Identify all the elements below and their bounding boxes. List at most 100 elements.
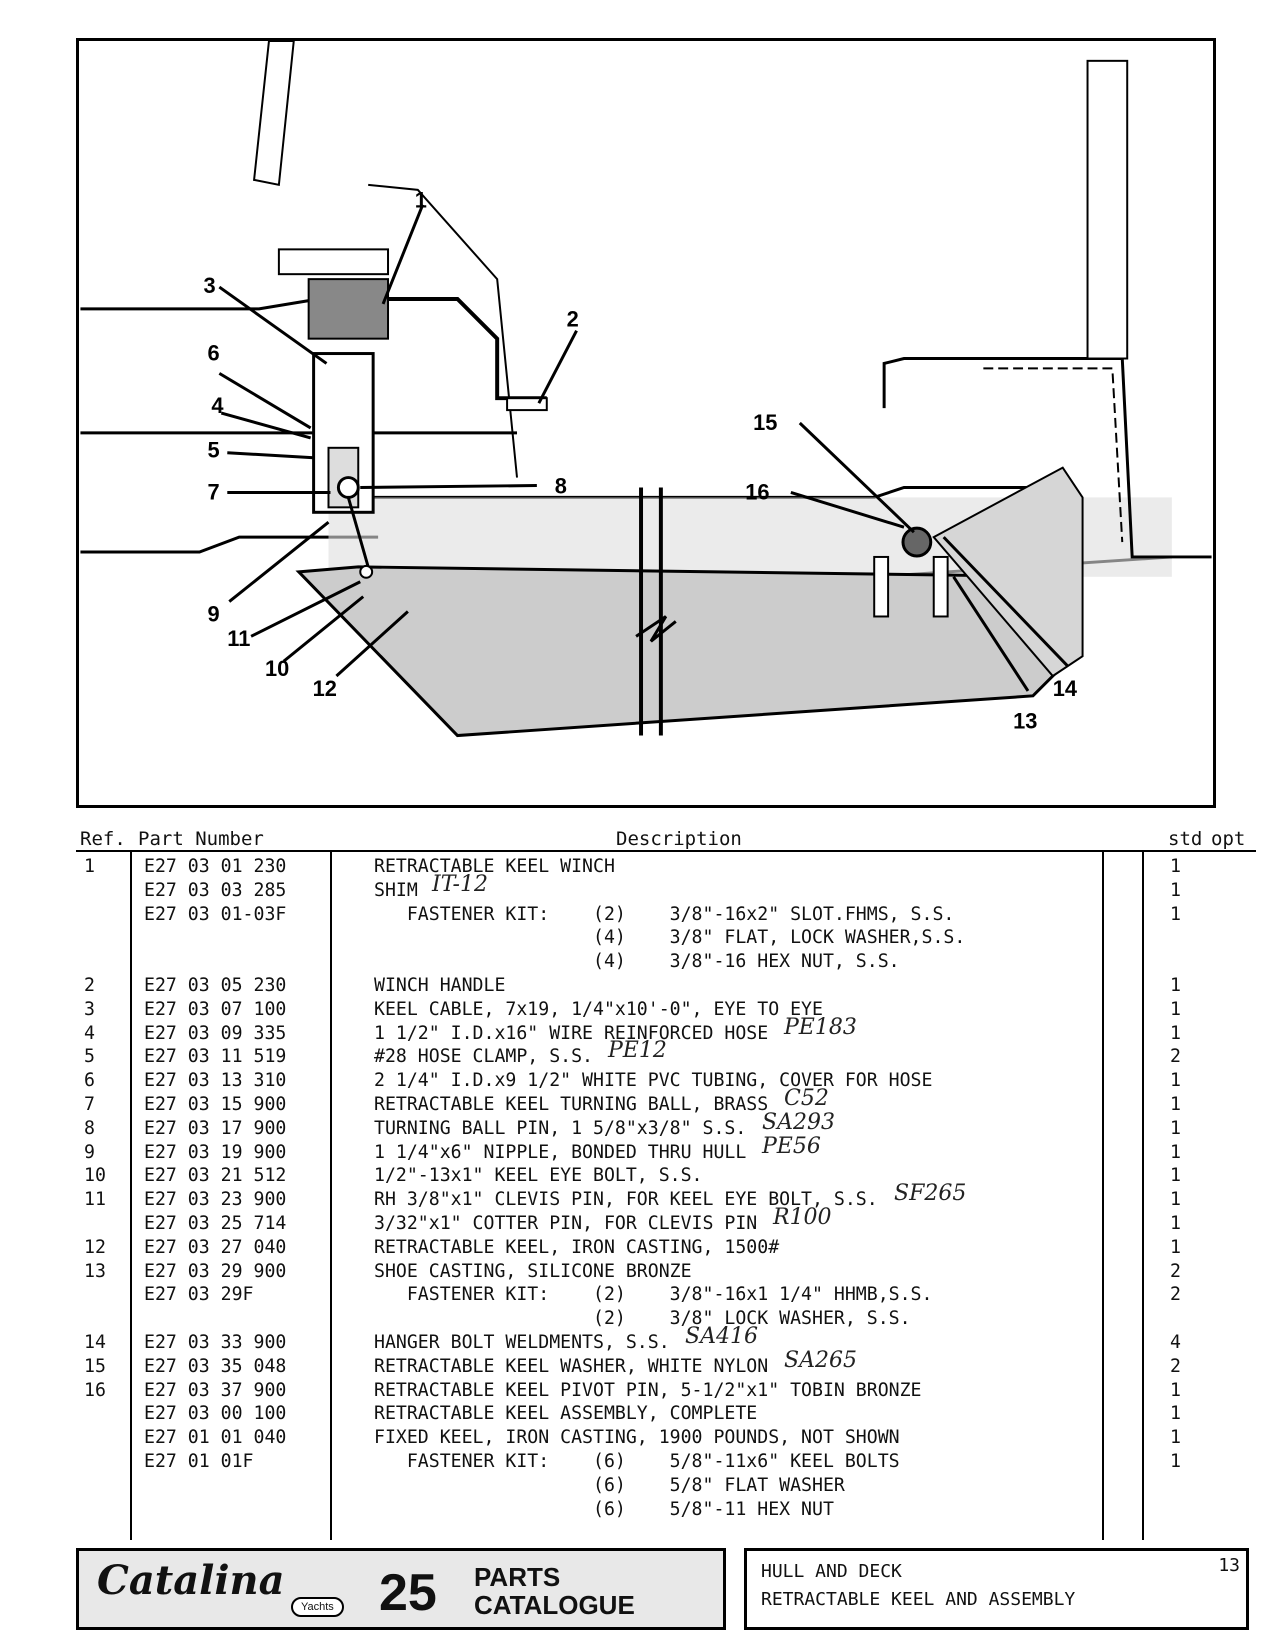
table-row: 4 E27 03 09 335 1 1/2" I.D.x16" WIRE REINF… bbox=[76, 1016, 1256, 1045]
table-row: E27 01 01F FASTENER KIT: (6) 5/8"-11x6" … bbox=[76, 1451, 1256, 1473]
description-cell: FASTENER KIT: (6) 5/8"-11x6" KEEL BOLTS bbox=[374, 1451, 900, 1472]
std-qty-cell: 1 bbox=[1170, 1165, 1181, 1187]
column-divider bbox=[130, 852, 132, 1540]
description-cell: 2 1/4" I.D.x9 1/2" WHITE PVC TUBING, COV… bbox=[374, 1070, 933, 1092]
ref-cell: 8 bbox=[84, 1117, 95, 1139]
ref-cell: 13 bbox=[84, 1260, 106, 1282]
part-number-cell: E27 03 01-03F bbox=[144, 903, 287, 925]
table-row: 2 E27 03 05 230 WINCH HANDLE 1 bbox=[76, 975, 1256, 997]
part-number-cell: E27 03 05 230 bbox=[144, 975, 287, 996]
description-cell: KEEL CABLE, 7x19, 1/4"x10'-0", EYE TO EY… bbox=[374, 998, 823, 1020]
description-cell: (6) 5/8" FLAT WASHER bbox=[374, 1474, 845, 1496]
header-part-number: Part Number bbox=[138, 828, 264, 850]
part-number-cell: E27 03 17 900 bbox=[144, 1117, 287, 1139]
std-qty-cell: 1 bbox=[1170, 1094, 1181, 1115]
description-cell: RETRACTABLE KEEL ASSEMBLY, COMPLETE bbox=[374, 1403, 758, 1425]
description-cell: 1 1/2" I.D.x16" WIRE REINFORCED HOSE bbox=[374, 1022, 769, 1044]
part-number-cell: E27 03 09 335 bbox=[144, 1022, 287, 1044]
std-qty-cell: 1 bbox=[1170, 975, 1181, 996]
table-row: E27 03 29F FASTENER KIT: (2) 3/8"-16x1 1… bbox=[76, 1284, 1256, 1306]
std-qty-cell: 2 bbox=[1170, 1355, 1181, 1377]
callout-5: 5 bbox=[207, 438, 219, 463]
ref-cell: 9 bbox=[84, 1141, 95, 1163]
part-number-cell: E27 03 25 714 bbox=[144, 1213, 287, 1234]
header-description: Description bbox=[616, 828, 742, 850]
table-row: (6) 5/8" FLAT WASHER bbox=[76, 1475, 1256, 1497]
table-row: (6) 5/8"-11 HEX NUT bbox=[76, 1499, 1256, 1521]
catalina-logo: Catalina bbox=[97, 1557, 285, 1604]
callout-6: 6 bbox=[207, 340, 219, 365]
description-cell: RETRACTABLE KEEL WASHER, WHITE NYLON bbox=[374, 1355, 769, 1377]
description-cell: RETRACTABLE KEEL PIVOT PIN, 5-1/2"x1" TO… bbox=[374, 1379, 922, 1401]
handwritten-note: SA416 bbox=[685, 1324, 758, 1349]
handwritten-note: PE183 bbox=[784, 1014, 857, 1040]
ref-cell: 7 bbox=[84, 1094, 95, 1115]
std-qty-cell: 1 bbox=[1170, 903, 1181, 925]
part-number-cell: E27 01 01F bbox=[144, 1451, 254, 1472]
part-number-cell: E27 03 00 100 bbox=[144, 1403, 287, 1425]
part-number-cell: E27 03 15 900 bbox=[144, 1094, 287, 1115]
description-cell: (4) 3/8" FLAT, LOCK WASHER,S.S. bbox=[374, 927, 966, 949]
part-number-cell: E27 03 07 100 bbox=[144, 998, 287, 1020]
table-row: E27 01 01 040 FIXED KEEL, IRON CASTING, 1… bbox=[76, 1427, 1256, 1449]
callout-14: 14 bbox=[1053, 676, 1078, 701]
handwritten-note: C52 bbox=[784, 1086, 829, 1111]
std-qty-cell: 2 bbox=[1170, 1284, 1181, 1306]
description-cell: (4) 3/8"-16 HEX NUT, S.S. bbox=[374, 951, 900, 973]
ref-cell: 4 bbox=[84, 1022, 95, 1044]
subsection-title: RETRACTABLE KEEL AND ASSEMBLY bbox=[761, 1589, 1076, 1610]
table-row: (4) 3/8" FLAT, LOCK WASHER,S.S. bbox=[76, 927, 1256, 949]
part-number-cell: E27 03 11 519 bbox=[144, 1046, 287, 1068]
handwritten-note: IT-12 bbox=[432, 871, 488, 897]
table-row: (4) 3/8"-16 HEX NUT, S.S. bbox=[76, 951, 1256, 973]
column-divider bbox=[1102, 852, 1104, 1540]
callout-9: 9 bbox=[207, 601, 219, 626]
std-qty-cell: 1 bbox=[1170, 1427, 1181, 1449]
column-divider bbox=[330, 852, 332, 1540]
parts-table-header: Ref. Part Number Description std opt bbox=[76, 828, 1256, 852]
description-cell: 1/2"-13x1" KEEL EYE BOLT, S.S. bbox=[374, 1165, 703, 1187]
ref-cell: 5 bbox=[84, 1046, 95, 1068]
keel-assembly-diagram: 1 2 3 6 4 5 7 8 9 11 10 12 13 14 15 16 bbox=[76, 38, 1216, 808]
callout-12: 12 bbox=[313, 676, 337, 701]
section-title: HULL AND DECK bbox=[761, 1561, 902, 1582]
callout-11: 11 bbox=[227, 626, 250, 651]
description-cell: WINCH HANDLE bbox=[374, 975, 506, 996]
model-number: 25 bbox=[379, 1564, 437, 1622]
description-cell: SHOE CASTING, SILICONE BRONZE bbox=[374, 1260, 692, 1282]
std-qty-cell: 1 bbox=[1170, 1213, 1181, 1234]
ref-cell: 11 bbox=[84, 1189, 106, 1211]
description-cell: FIXED KEEL, IRON CASTING, 1900 POUNDS, N… bbox=[374, 1427, 900, 1449]
part-number-cell: E27 03 03 285 bbox=[144, 879, 287, 901]
std-qty-cell: 1 bbox=[1170, 1379, 1181, 1401]
part-number-cell: E27 03 13 310 bbox=[144, 1070, 287, 1092]
handwritten-note: SF265 bbox=[894, 1181, 967, 1207]
column-divider bbox=[1142, 852, 1144, 1540]
header-std: std bbox=[1168, 828, 1203, 850]
callout-1: 1 bbox=[415, 188, 427, 213]
ref-cell: 2 bbox=[84, 975, 95, 996]
std-qty-cell: 1 bbox=[1170, 1141, 1181, 1163]
ref-cell: 15 bbox=[84, 1355, 106, 1377]
ref-cell: 3 bbox=[84, 998, 95, 1020]
std-qty-cell: 1 bbox=[1170, 1236, 1181, 1258]
part-number-cell: E27 03 35 048 bbox=[144, 1355, 287, 1377]
handwritten-note: PE12 bbox=[608, 1038, 667, 1064]
std-qty-cell: 1 bbox=[1170, 1117, 1181, 1139]
part-number-cell: E27 01 01 040 bbox=[144, 1427, 287, 1449]
part-number-cell: E27 03 33 900 bbox=[144, 1332, 287, 1353]
std-qty-cell: 2 bbox=[1170, 1046, 1181, 1068]
description-cell: RETRACTABLE KEEL WINCH bbox=[374, 856, 615, 877]
handwritten-note: SA293 bbox=[762, 1109, 835, 1135]
callout-2: 2 bbox=[567, 307, 579, 332]
